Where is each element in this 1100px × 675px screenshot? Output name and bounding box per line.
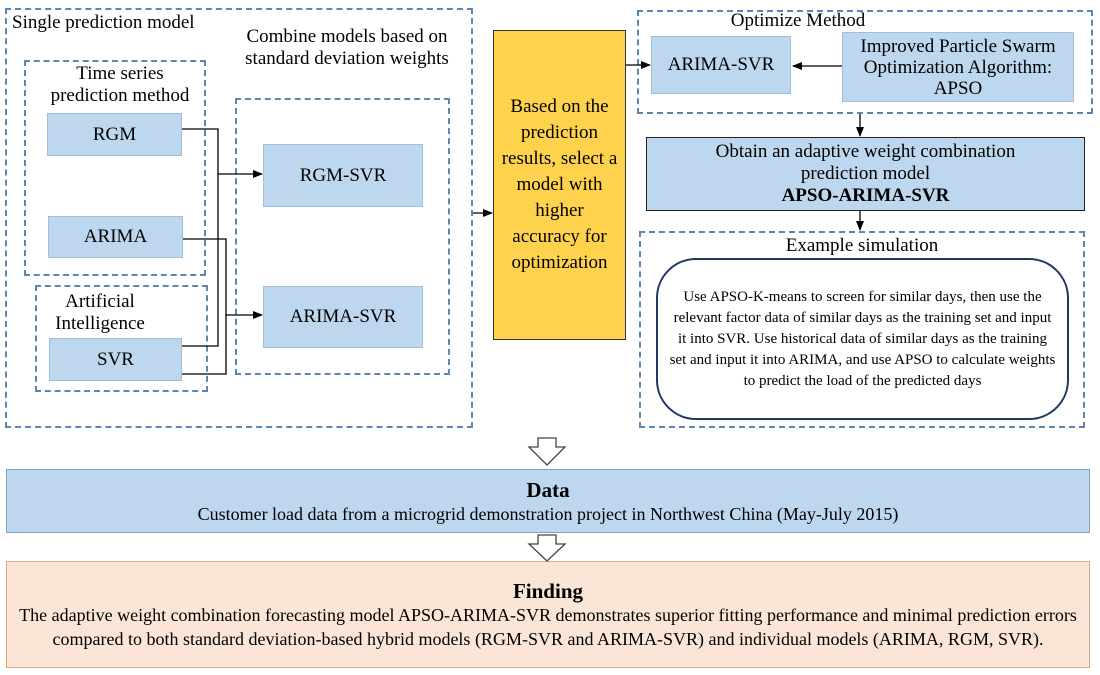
- rgm-svr-box: RGM-SVR: [263, 144, 423, 207]
- adaptive-model-box: Obtain an adaptive weight combination pr…: [646, 137, 1085, 211]
- adaptive-model-name: APSO-ARIMA-SVR: [781, 185, 950, 206]
- finding-box: Finding The adaptive weight combination …: [6, 561, 1090, 668]
- ai-title: Artificial Intelligence: [55, 291, 145, 334]
- down-arrow-to-data: [527, 437, 567, 466]
- svr-box: SVR: [49, 338, 182, 381]
- svr-to-arima-svr-connector: [182, 315, 227, 375]
- single-prediction-group: [5, 8, 473, 428]
- rgm-to-rgm-svr-connector: [182, 128, 263, 178]
- ai-group: [35, 285, 208, 392]
- combine-group: [235, 98, 450, 375]
- example-simulation-title: Example simulation: [785, 235, 939, 256]
- example-simulation-group: [639, 231, 1085, 428]
- optimize-title: Optimize Method: [730, 10, 866, 31]
- data-title: Data: [526, 478, 570, 502]
- time-series-title: Time series prediction method: [50, 63, 190, 106]
- adaptive-model-description: Obtain an adaptive weight combination pr…: [715, 141, 1016, 184]
- arima-svr-box: ARIMA-SVR: [263, 286, 423, 348]
- finding-title: Finding: [512, 578, 584, 603]
- time-series-group: [24, 60, 206, 276]
- arima-to-arima-svr-connector: [183, 238, 263, 319]
- svr-to-rgm-svr-connector: [182, 174, 219, 347]
- select-model-box: Based on the prediction results, select …: [493, 30, 626, 340]
- apso-box: Improved Particle Swarm Optimization Alg…: [842, 32, 1074, 102]
- rgm-box: RGM: [47, 113, 182, 156]
- select-model-text: Based on the prediction results, select …: [501, 96, 618, 273]
- example-simulation-box: Use APSO-K-means to screen for similar d…: [656, 258, 1069, 420]
- down-arrow-to-finding: [527, 534, 567, 562]
- optimize-arima-svr-box: ARIMA-SVR: [651, 36, 791, 94]
- single-prediction-title: Single prediction model: [12, 12, 195, 33]
- example-simulation-text: Use APSO-K-means to screen for similar d…: [669, 288, 1056, 389]
- data-box: Data Customer load data from a microgrid…: [6, 469, 1090, 533]
- data-text: Customer load data from a microgrid demo…: [197, 504, 899, 524]
- arima-box: ARIMA: [48, 216, 183, 258]
- apso-text: Improved Particle Swarm Optimization Alg…: [860, 35, 1056, 99]
- finding-text: The adaptive weight combination forecast…: [19, 604, 1077, 649]
- optimize-group: [637, 10, 1093, 114]
- combine-title: Combine models based on standard deviati…: [245, 26, 449, 69]
